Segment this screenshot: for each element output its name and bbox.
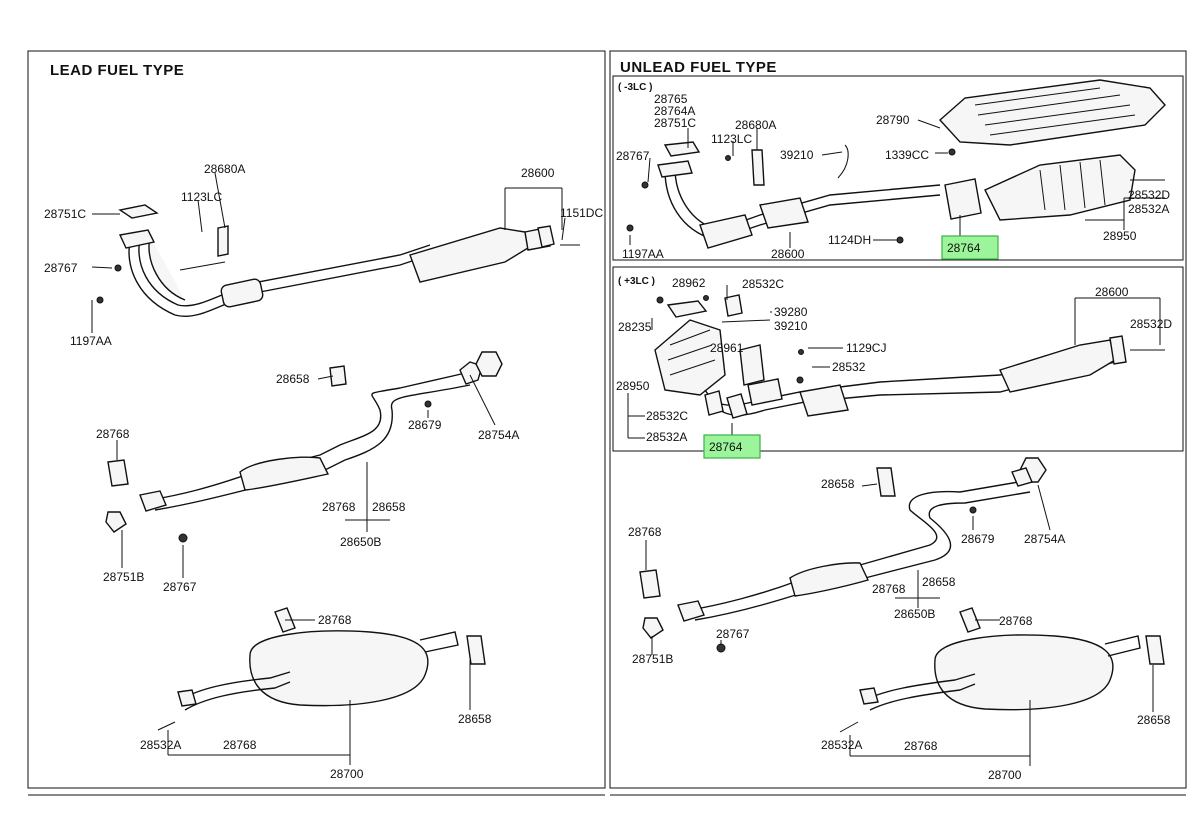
right-upper-assembly xyxy=(626,79,1166,249)
label-28658: 28658 xyxy=(276,372,310,386)
subpanel-plus-3lc-title: ( +3LC ) xyxy=(618,276,655,287)
left-part-labels: 28680A 1123LC 28751C 28767 1197AA 28600 … xyxy=(44,162,603,781)
label-28764-highlighted: 28764 xyxy=(709,440,743,454)
right-center-leaders xyxy=(645,483,1051,655)
label-1123LC: 1123LC xyxy=(181,190,222,204)
label-28658: 28658 xyxy=(372,500,406,514)
right-center-pipe-assembly xyxy=(639,457,1047,653)
label-28768: 28768 xyxy=(318,613,352,627)
label-28767: 28767 xyxy=(616,149,650,163)
label-28768: 28768 xyxy=(999,614,1033,628)
label-28532: 28532 xyxy=(832,360,866,374)
label-28768: 28768 xyxy=(96,427,130,441)
label-28600: 28600 xyxy=(521,166,555,180)
label-28658: 28658 xyxy=(458,712,492,726)
right-muffler-leaders xyxy=(849,619,1154,766)
label-28768: 28768 xyxy=(628,525,662,539)
label-28532A: 28532A xyxy=(646,430,687,444)
right-muffler-assembly xyxy=(839,607,1165,733)
label-1339CC: 1339CC xyxy=(885,148,929,162)
label-28532C: 28532C xyxy=(742,277,784,291)
left-center-pipe-assembly xyxy=(105,351,503,543)
label-28532C: 28532C xyxy=(646,409,688,423)
label-1197AA: 1197AA xyxy=(622,247,664,261)
label-28700: 28700 xyxy=(330,767,364,781)
label-28768: 28768 xyxy=(904,739,938,753)
label-28680A: 28680A xyxy=(204,162,245,176)
label-1197AA: 1197AA xyxy=(70,334,112,348)
label-28658: 28658 xyxy=(821,477,855,491)
subpanel-minus-3lc-title: ( -3LC ) xyxy=(618,82,652,93)
label-28751B: 28751B xyxy=(103,570,144,584)
label-28768: 28768 xyxy=(322,500,356,514)
label-28658: 28658 xyxy=(922,575,956,589)
label-1129CJ: 1129CJ xyxy=(846,341,886,355)
label-28765: 28765 xyxy=(654,92,688,106)
label-28658: 28658 xyxy=(1137,713,1171,727)
label-28532D: 28532D xyxy=(1128,188,1170,202)
label-28768: 28768 xyxy=(223,738,257,752)
label-28700: 28700 xyxy=(988,768,1022,782)
left-title: LEAD FUEL TYPE xyxy=(50,62,184,79)
highlight-box xyxy=(703,434,761,459)
highlight-box xyxy=(941,235,999,260)
label-28532A: 28532A xyxy=(821,738,862,752)
label-1124DH: 1124DH xyxy=(828,233,871,247)
label-28767: 28767 xyxy=(163,580,197,594)
label-28532A: 28532A xyxy=(1128,202,1169,216)
label-28767: 28767 xyxy=(716,627,750,641)
label-28650B: 28650B xyxy=(340,535,381,549)
right-upper-leaders xyxy=(629,119,1165,248)
label-28767: 28767 xyxy=(44,261,78,275)
label-1151DC: 1151DC xyxy=(560,206,603,220)
label-28790: 28790 xyxy=(876,113,910,127)
label-28680A: 28680A xyxy=(735,118,776,132)
label-28751B: 28751B xyxy=(632,652,673,666)
frames xyxy=(27,50,1187,796)
label-28754A: 28754A xyxy=(478,428,519,442)
label-28679: 28679 xyxy=(961,532,995,546)
label-28532A: 28532A xyxy=(140,738,181,752)
label-28679: 28679 xyxy=(408,418,442,432)
label-28950: 28950 xyxy=(616,379,650,393)
label-28532D: 28532D xyxy=(1130,317,1172,331)
left-front-pipe-assembly xyxy=(96,204,580,317)
label-28950: 28950 xyxy=(1103,229,1137,243)
right-lower-leaders xyxy=(627,285,1161,439)
right-panel: UNLEAD FUEL TYPE ( -3LC ) ( +3LC ) xyxy=(616,59,1172,782)
left-muffler-assembly xyxy=(157,607,486,731)
label-28961: 28961 xyxy=(710,341,744,355)
left-leader-lines xyxy=(91,172,566,765)
label-28600: 28600 xyxy=(1095,285,1129,299)
label-39280: 39280 xyxy=(774,305,808,319)
right-upper-labels: 28765 28764A 28751C 28680A 1123LC 28767 … xyxy=(616,92,1170,261)
left-panel: LEAD FUEL TYPE xyxy=(44,62,603,781)
label-39210: 39210 xyxy=(780,148,814,162)
label-1123LC: 1123LC xyxy=(711,132,752,146)
label-39210: 39210 xyxy=(774,319,808,333)
label-28600: 28600 xyxy=(771,247,805,261)
label-28751C: 28751C xyxy=(44,207,86,221)
label-28962: 28962 xyxy=(672,276,706,290)
label-28751C: 28751C xyxy=(654,116,696,130)
label-28764A: 28764A xyxy=(654,104,695,118)
label-28754A: 28754A xyxy=(1024,532,1065,546)
label-28768: 28768 xyxy=(872,582,906,596)
right-bottom-labels: 28658 28679 28754A 28768 28768 28658 286… xyxy=(628,477,1171,782)
right-lower-assembly xyxy=(654,294,1165,419)
label-28235: 28235 xyxy=(618,320,652,334)
label-28764-highlighted: 28764 xyxy=(947,241,981,255)
right-title: UNLEAD FUEL TYPE xyxy=(620,59,777,76)
right-lower-labels: 28962 28532C 39280 39210 28235 28600 285… xyxy=(616,276,1172,459)
label-28650B: 28650B xyxy=(894,607,935,621)
